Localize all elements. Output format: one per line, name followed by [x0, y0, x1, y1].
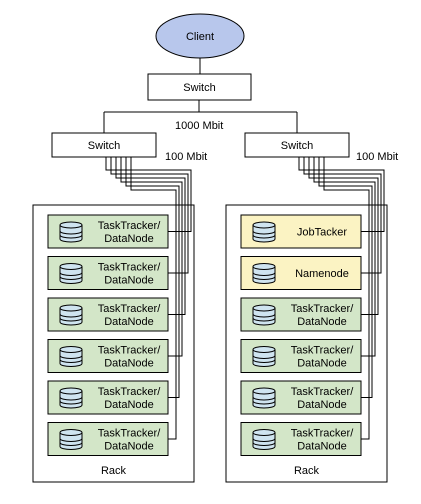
node-wire: [303, 157, 382, 274]
node-wire: [323, 157, 370, 440]
disk-icon: [59, 263, 83, 284]
node-6: TaskTracker/DataNode: [47, 422, 169, 456]
node-wire: [125, 157, 180, 398]
node-4: TaskTracker/DataNode: [47, 339, 169, 373]
node-4: TaskTracker/DataNode: [240, 339, 362, 373]
rack-switch: Switch: [244, 132, 350, 158]
node-label-line: TaskTracker/: [98, 220, 161, 232]
client-node: Client: [155, 13, 245, 59]
node-label-line: TaskTracker/: [291, 345, 354, 357]
disk-icon: [252, 429, 276, 450]
rack-switch-label: Switch: [281, 140, 313, 152]
node-3: TaskTracker/DataNode: [47, 297, 169, 332]
node-label-line: DataNode: [297, 316, 347, 328]
core-switch-box: [147, 73, 252, 101]
uplink-speed-label: 1000 Mbit: [175, 120, 223, 132]
node-label-line: DataNode: [104, 233, 154, 245]
rack-link-speed-label: 100 Mbit: [165, 151, 207, 163]
node-label-line: TaskTracker/: [291, 386, 354, 398]
node-wire: [313, 157, 376, 357]
node-wire: [318, 157, 373, 398]
disk-icon: [252, 263, 276, 284]
node-1: TaskTracker/DataNode: [47, 214, 169, 249]
node-wire: [298, 157, 385, 232]
node-label-line: TaskTracker/: [291, 428, 354, 440]
rack-wires: [105, 157, 192, 440]
disk-icon: [59, 429, 83, 450]
node-1: JobTacker: [240, 214, 362, 249]
node-5: TaskTracker/DataNode: [240, 380, 362, 415]
node-5: TaskTracker/DataNode: [47, 380, 169, 415]
disk-icon: [252, 304, 276, 326]
node-wire: [105, 157, 192, 232]
node-label-line: DataNode: [104, 358, 154, 370]
node-6: TaskTracker/DataNode: [240, 422, 362, 456]
node-label-line: TaskTracker/: [98, 345, 161, 357]
node-label-line: TaskTracker/: [98, 303, 161, 315]
node-label-line: DataNode: [297, 358, 347, 370]
node-wire: [110, 157, 189, 274]
node-wire: [120, 157, 183, 357]
node-3: TaskTracker/DataNode: [240, 297, 362, 332]
rack-switch: Switch: [51, 132, 157, 158]
disk-icon: [252, 346, 276, 367]
node-label-line: TaskTracker/: [98, 428, 161, 440]
node-label: JobTacker: [297, 227, 347, 239]
core-switch-label: Switch: [183, 82, 215, 94]
rack-link-speed-label: 100 Mbit: [356, 151, 398, 163]
disk-icon: [252, 387, 276, 409]
node-label-line: DataNode: [297, 399, 347, 411]
node-label-line: TaskTracker/: [291, 303, 354, 315]
node-label-line: DataNode: [104, 275, 154, 287]
disk-icon: [59, 346, 83, 367]
disk-icon: [59, 304, 83, 326]
node-label-line: DataNode: [104, 316, 154, 328]
node-label-line: DataNode: [297, 441, 347, 453]
node-label: Namenode: [295, 268, 349, 280]
disk-icon: [59, 221, 83, 243]
disk-icon: [252, 221, 276, 243]
disk-icon: [59, 387, 83, 409]
core-switch: Switch: [147, 73, 252, 101]
rack-switch-label: Switch: [88, 140, 120, 152]
rack-switch-box: [51, 132, 157, 158]
node-label-line: TaskTracker/: [98, 386, 161, 398]
rack-label: Rack: [294, 465, 320, 477]
node-wire: [130, 157, 177, 440]
node-label-line: DataNode: [104, 441, 154, 453]
client-label: Client: [186, 31, 214, 43]
node-2: Namenode: [240, 256, 362, 290]
node-label-line: DataNode: [104, 399, 154, 411]
node-label-line: TaskTracker/: [98, 262, 161, 274]
node-2: TaskTracker/DataNode: [47, 256, 169, 290]
rack-switch-box: [244, 132, 350, 158]
rack-wires: [298, 157, 385, 440]
uplink-lines: [103, 100, 298, 133]
rack-label: Rack: [101, 465, 127, 477]
